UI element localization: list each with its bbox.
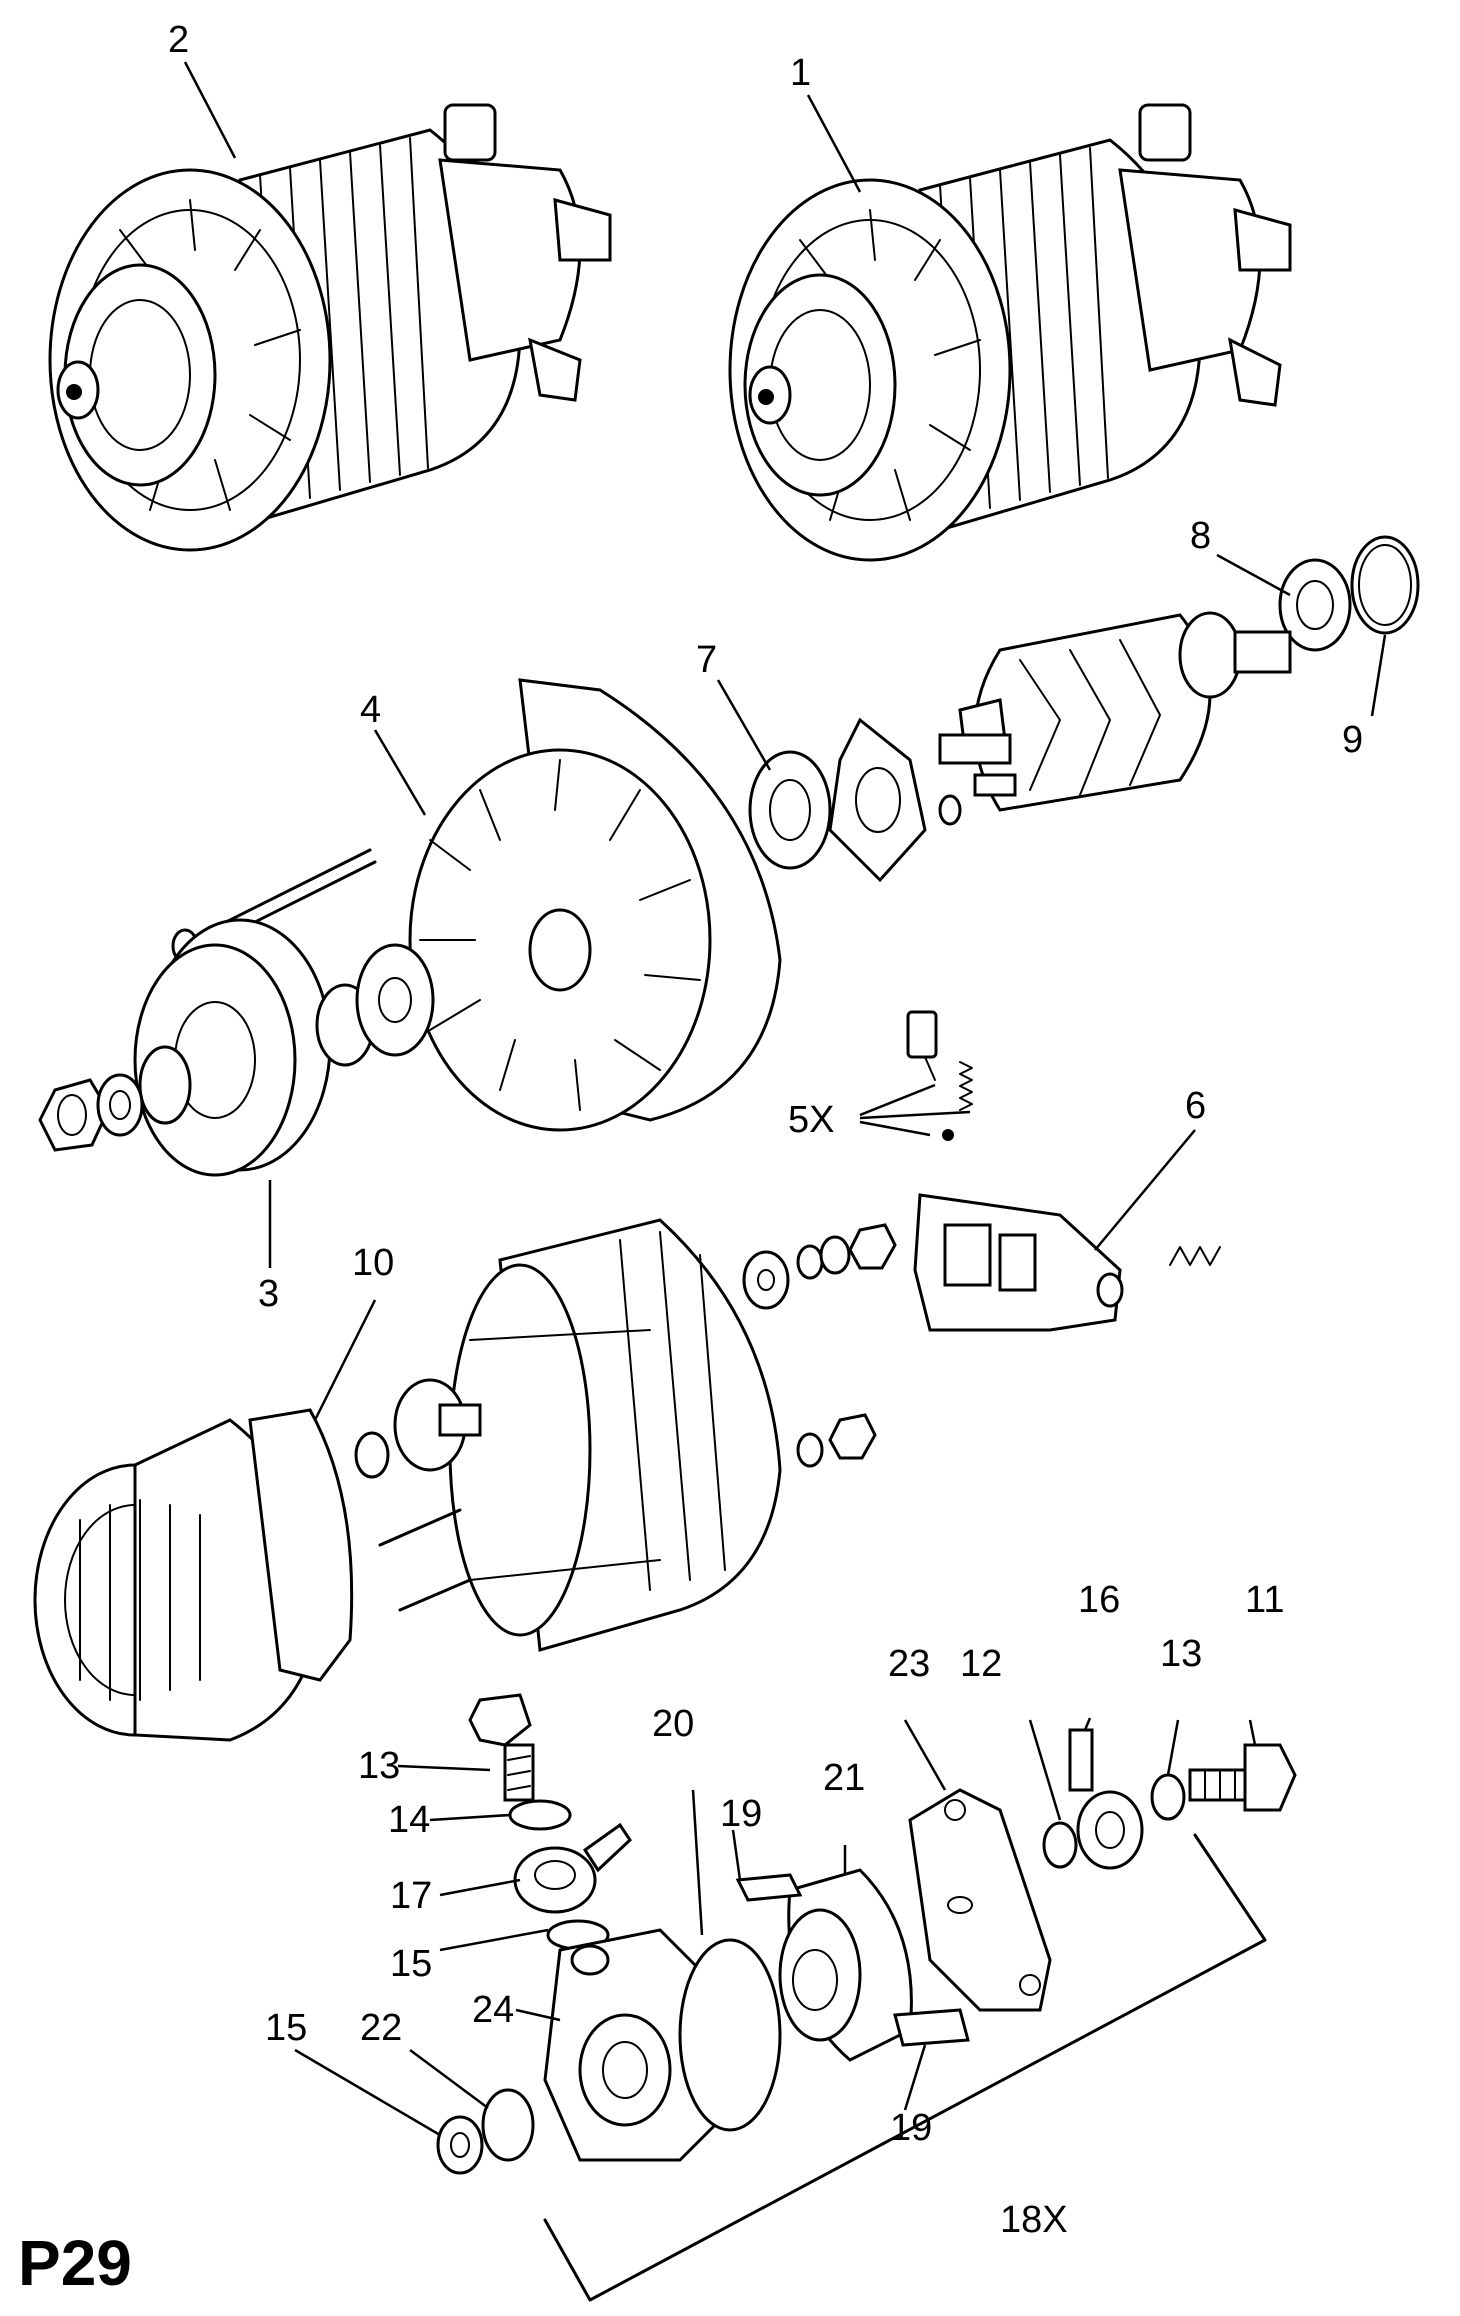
callout-15-top: 14 (388, 1799, 430, 1841)
callout-20: 22 (360, 2007, 402, 2049)
part-washers-row (742, 1223, 897, 1468)
callout-23: 24 (472, 1989, 514, 2031)
callout-8: 8 (1190, 515, 1211, 557)
callout-21: 20 (652, 1703, 694, 1745)
part-vanes-19 (735, 1873, 970, 2047)
callout-9: 9 (1342, 719, 1363, 761)
part-bearing-8 (1278, 558, 1352, 652)
part-union-16 (1068, 1728, 1144, 1870)
part-rotor (938, 611, 1292, 812)
callout-12: 11 (1245, 1579, 1284, 1621)
part-seal-13-b (1150, 1773, 1186, 1821)
part-brush-spring-5x (906, 1010, 973, 1141)
part-bearing-plate (828, 717, 1017, 883)
part-bolt-12 (1188, 1743, 1297, 1812)
part-seal-20 (481, 2088, 535, 2162)
part-end-shield-fan-4 (408, 678, 782, 1132)
callout-7: 7 (696, 639, 717, 681)
callout-24: 23 (888, 1643, 930, 1685)
page-code: P29 (18, 2227, 132, 2299)
part-seal-13-a (1042, 1821, 1078, 1869)
callout-22: 21 (823, 1757, 865, 1799)
part-rotor-22 (778, 1868, 913, 2062)
part-alternator-assembly-1 (728, 103, 1292, 562)
part-pump-housing-23 (543, 1928, 747, 2162)
part-stator-10 (33, 1408, 472, 1742)
callout-3: 3 (258, 1273, 279, 1315)
part-seal-ring-21 (678, 1938, 782, 2132)
part-regulator-6 (913, 1193, 1221, 1332)
part-banjo-bolt-14 (468, 1693, 535, 1802)
callout-13-left: 12 (960, 1643, 1002, 1685)
callout-17: 17 (390, 1875, 432, 1917)
part-banjo-17 (513, 1822, 632, 1914)
callout-19-top: 19 (720, 1793, 762, 1835)
callout-11: 15 (265, 2007, 307, 2049)
leader-lines (183, 61, 1387, 2137)
part-rear-housing (354, 1218, 782, 1652)
callout-13-right: 13 (1160, 1633, 1202, 1675)
callout-2: 2 (168, 19, 189, 61)
callout-15-bottom: 15 (390, 1943, 432, 1985)
callout-1: 1 (790, 52, 811, 94)
callout-10: 10 (352, 1242, 394, 1284)
callout-18x: 18X (1000, 2199, 1068, 2241)
part-cover-plate-24 (908, 1788, 1052, 2012)
part-seal-15-top (508, 1799, 572, 1831)
part-pulley-3 (133, 918, 435, 1177)
part-bearing-11 (436, 2115, 484, 2175)
part-bearing-7 (748, 750, 832, 870)
callout-14: 13 (358, 1745, 400, 1787)
callout-19-bottom: 19 (890, 2107, 932, 2149)
callout-5x: 5X (788, 1099, 834, 1141)
bracket-18x (543, 1833, 1267, 2302)
part-alternator-assembly-2 (48, 103, 612, 552)
callout-4: 4 (360, 689, 381, 731)
callout-16: 16 (1078, 1579, 1120, 1621)
callout-6: 6 (1185, 1085, 1206, 1127)
part-nut-washer (38, 1073, 144, 1152)
part-ring-9 (1350, 535, 1420, 635)
